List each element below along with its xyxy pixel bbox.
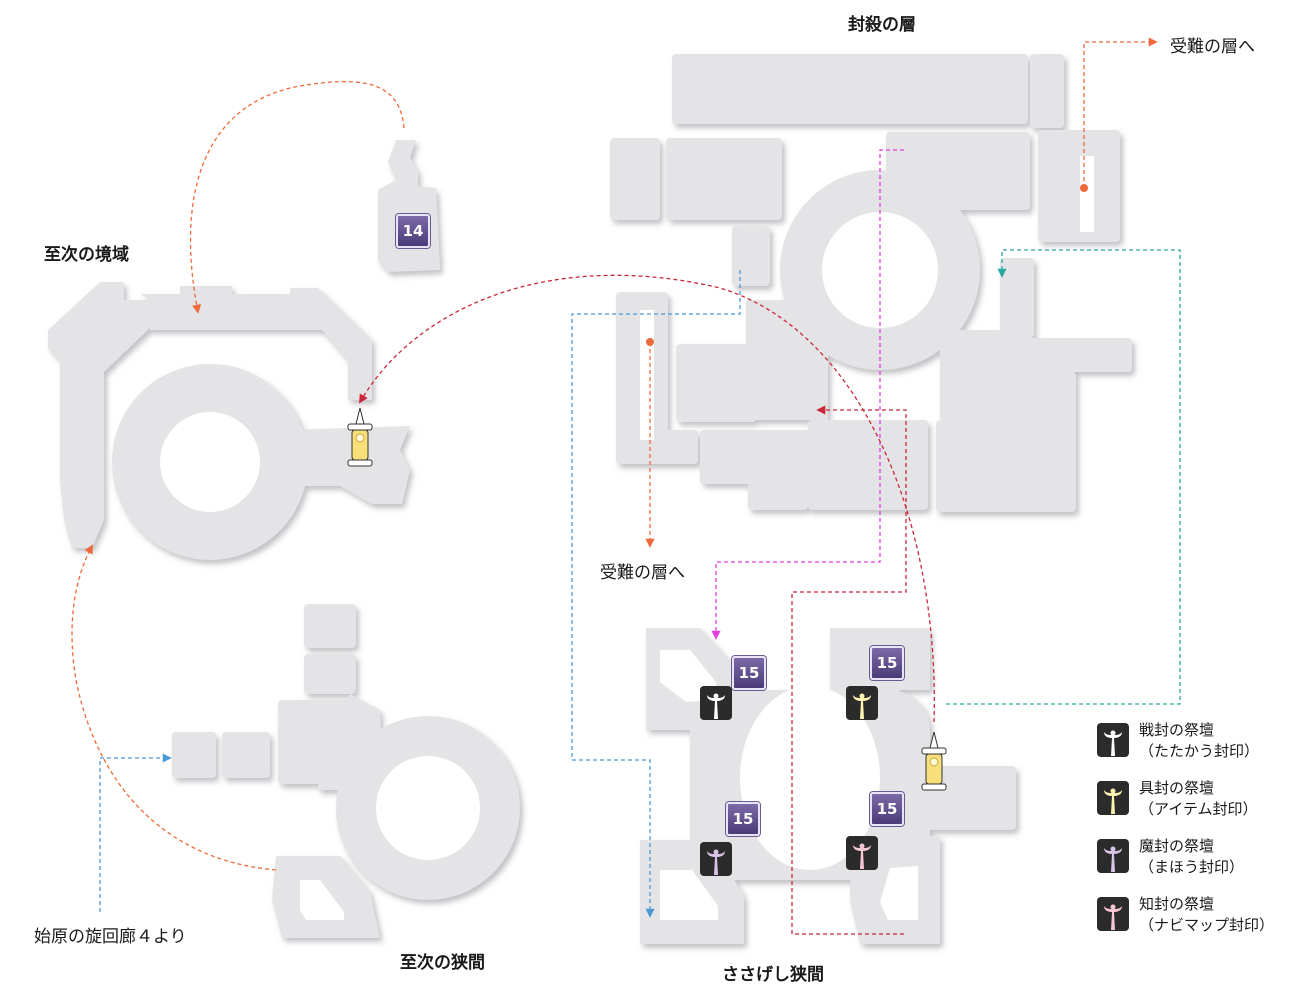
altar-ma-icon bbox=[700, 842, 732, 876]
legend-name: 魔封の祭壇 bbox=[1139, 837, 1215, 855]
label-sasageshi: ささげし狭間 bbox=[722, 965, 824, 985]
route-blue-shigen bbox=[99, 753, 172, 912]
label-shiji-kyouiki: 至次の境域 bbox=[44, 245, 129, 265]
legend-name: 知封の祭壇 bbox=[1139, 895, 1215, 913]
level-badge-14: 14 bbox=[396, 214, 430, 248]
area-shiji-kyouma bbox=[172, 604, 520, 938]
label-to-junan-top: 受難の層へ bbox=[1170, 37, 1255, 57]
label-fuusatsu: 封殺の層 bbox=[848, 15, 916, 35]
legend-name: 戦封の祭壇 bbox=[1139, 721, 1215, 739]
label-to-junan-mid: 受難の層へ bbox=[600, 563, 685, 583]
legend-desc: （たたかう封印） bbox=[1139, 742, 1260, 760]
ring-hole bbox=[160, 412, 260, 512]
legend-desc: （ナビマップ封印） bbox=[1139, 916, 1275, 934]
level-badge-15: 15 bbox=[732, 656, 766, 690]
level-badge-15: 15 bbox=[870, 646, 904, 680]
legend-desc: （まほう封印） bbox=[1139, 858, 1245, 876]
level-badge-15: 15 bbox=[726, 802, 760, 836]
label-shiji-kyouma: 至次の狭間 bbox=[400, 953, 485, 973]
route-magenta bbox=[711, 149, 904, 640]
route-red-loop bbox=[791, 405, 907, 935]
altar-sen-icon bbox=[1097, 723, 1129, 757]
legend-desc: （アイテム封印） bbox=[1139, 800, 1258, 818]
lamp-icon bbox=[921, 731, 947, 791]
route-orange-14 bbox=[189, 80, 405, 314]
ring-hole bbox=[376, 756, 480, 860]
label-from-shigen: 始原の旋回廊４より bbox=[34, 927, 187, 947]
area-fuusatsu bbox=[610, 54, 1132, 512]
altar-gu-icon bbox=[1097, 781, 1129, 815]
altar-gu-icon bbox=[846, 686, 878, 720]
altar-ma-icon bbox=[1097, 839, 1129, 873]
route-blue-fuusatsu bbox=[571, 270, 741, 918]
level-badge-15: 15 bbox=[870, 792, 904, 826]
lamp-icon bbox=[347, 407, 373, 467]
ring-hole bbox=[740, 686, 880, 870]
route-red-arc bbox=[359, 274, 935, 723]
legend-name: 具封の祭壇 bbox=[1139, 779, 1215, 797]
altar-sen-icon bbox=[700, 686, 732, 720]
route-orange-shigen bbox=[71, 544, 277, 871]
altar-chi-icon bbox=[1097, 897, 1129, 931]
route-teal bbox=[946, 249, 1181, 705]
altar-chi-icon bbox=[846, 836, 878, 870]
